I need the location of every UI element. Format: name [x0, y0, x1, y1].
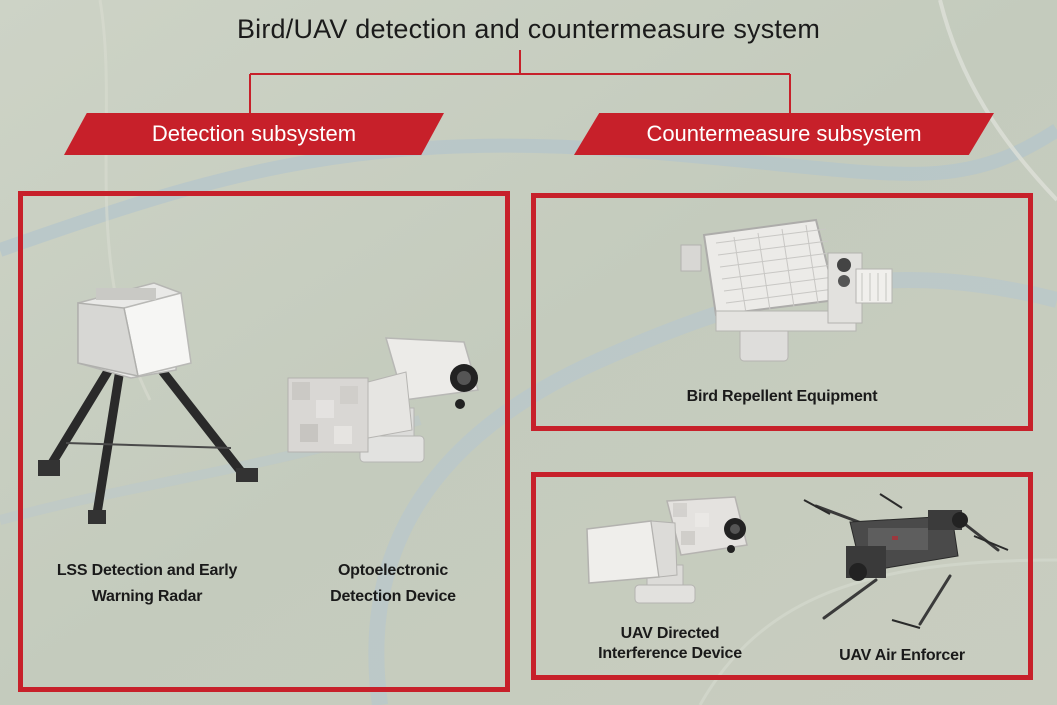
detection-panel: [18, 191, 510, 692]
bird-repellent-label-line1: Bird Repellent Equipment: [686, 388, 878, 405]
countermeasure-subsystem-label: Countermeasure subsystem: [646, 121, 922, 146]
optoelectronic-camera-icon: [287, 337, 479, 463]
drone-icon: [803, 493, 1009, 629]
radar-tripod-icon: [38, 282, 258, 524]
optoelectronic-label-line1: Optoelectronic: [337, 562, 449, 579]
air-enforcer-label-line1: UAV Air Enforcer: [839, 647, 965, 664]
interference-device-label: UAV Directed Interference Device: [580, 621, 760, 667]
countermeasure-subsystem-banner: Countermeasure subsystem: [574, 113, 994, 155]
detection-subsystem-banner: Detection subsystem: [64, 113, 444, 155]
optoelectronic-label: Optoelectronic Detection Device: [298, 558, 488, 610]
radar-label: LSS Detection and Early Warning Radar: [32, 558, 262, 610]
uav-countermeasure-panel: [531, 472, 1033, 680]
radar-label-line1: LSS Detection and Early: [56, 562, 238, 579]
interference-device-icon: [586, 496, 748, 604]
bird-repellent-panel: [531, 193, 1033, 431]
air-enforcer-label: UAV Air Enforcer: [812, 643, 992, 669]
interference-device-label-line2: Interference Device: [598, 645, 742, 662]
detection-subsystem-label: Detection subsystem: [151, 121, 357, 146]
bird-repellent-label: Bird Repellent Equipment: [652, 384, 912, 410]
bird-repellent-icon: [680, 218, 893, 362]
hierarchy-connector: [249, 50, 791, 113]
page-title: Bird/UAV detection and countermeasure sy…: [236, 14, 821, 44]
interference-device-label-line1: UAV Directed: [620, 625, 720, 642]
radar-label-line2: Warning Radar: [91, 588, 203, 605]
optoelectronic-label-line2: Detection Device: [330, 588, 456, 605]
